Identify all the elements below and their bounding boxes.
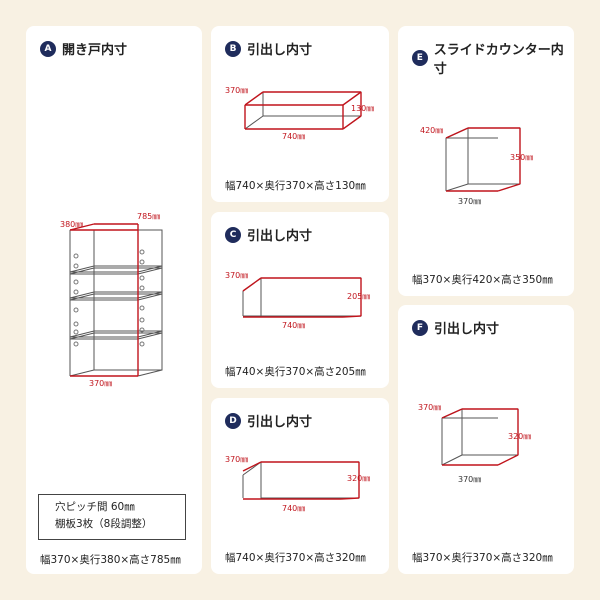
card-b-title: 引出し内寸 [247, 43, 313, 58]
card-a-note-line2: 棚板3枚（8段調整） [55, 518, 153, 530]
card-b-caption: 幅740×奥行370×高さ130㎜ [225, 180, 366, 192]
card-c-header: C 引出し内寸 [225, 225, 312, 244]
card-f: F 引出し内寸 370㎜ 320㎜ 370㎜ 幅370×奥行370×高さ320㎜ [398, 305, 574, 574]
card-e-header: E スライドカウンター内寸 [412, 39, 574, 77]
card-f-badge: F [412, 319, 428, 336]
card-e-width-label: 370㎜ [458, 197, 481, 206]
card-e: E スライドカウンター内寸 420㎜ 350㎜ 370㎜ 幅370×奥行420×… [398, 26, 574, 296]
card-d-badge: D [225, 412, 241, 429]
card-c-width-label: 740㎜ [282, 321, 305, 330]
card-b-badge: B [225, 40, 241, 57]
card-e-height-label: 350㎜ [510, 153, 533, 162]
card-e-diagram: 420㎜ 350㎜ 370㎜ [420, 126, 533, 206]
card-f-header: F 引出し内寸 [412, 318, 499, 337]
card-e-title: スライドカウンター内寸 [433, 43, 564, 77]
card-a-height-label: 785㎜ [137, 212, 160, 221]
card-c-diagram: 370㎜ 205㎜ 740㎜ [225, 271, 370, 330]
card-a-diagram: 380㎜ 785㎜ 370㎜ [60, 212, 163, 388]
card-d: D 引出し内寸 370㎜ 320㎜ 740㎜ 幅740×奥行370×高さ320㎜ [211, 398, 389, 574]
card-a-badge: A [40, 40, 56, 57]
card-c: C 引出し内寸 370㎜ 205㎜ 740㎜ 幅740×奥行370×高さ205㎜ [211, 212, 389, 388]
card-f-caption: 幅370×奥行370×高さ320㎜ [412, 552, 553, 564]
card-d-height-label: 320㎜ [347, 474, 370, 483]
card-a: A 開き戸内寸 [26, 26, 202, 574]
card-c-caption: 幅740×奥行370×高さ205㎜ [225, 366, 366, 378]
card-d-depth-label: 370㎜ [225, 455, 248, 464]
card-b-header: B 引出し内寸 [225, 39, 312, 58]
card-b-width-label: 740㎜ [282, 132, 305, 141]
card-b-depth-label: 370㎜ [225, 86, 248, 95]
card-a-title: 開き戸内寸 [62, 43, 128, 58]
card-a-header: A 開き戸内寸 [40, 39, 127, 58]
card-e-badge: E [412, 50, 428, 66]
card-a-note-box: 穴ピッチ間 60㎜ 棚板3枚（8段調整） [38, 494, 186, 540]
card-a-note-line1: 穴ピッチ間 60㎜ [55, 501, 135, 513]
card-c-height-label: 205㎜ [347, 292, 370, 301]
card-d-diagram: 370㎜ 320㎜ 740㎜ [225, 455, 370, 513]
card-a-width-label: 370㎜ [89, 379, 112, 388]
card-b: B 引出し内寸 370㎜ 130㎜ 740㎜ 幅740×奥行370×高さ130㎜ [211, 26, 389, 202]
card-e-depth-label: 420㎜ [420, 126, 443, 135]
card-f-diagram: 370㎜ 320㎜ 370㎜ [418, 403, 531, 484]
card-c-badge: C [225, 226, 241, 243]
card-c-depth-label: 370㎜ [225, 271, 248, 280]
card-b-diagram: 370㎜ 130㎜ 740㎜ [225, 86, 374, 141]
card-d-title: 引出し内寸 [247, 415, 313, 430]
card-f-width-label: 370㎜ [458, 475, 481, 484]
card-d-caption: 幅740×奥行370×高さ320㎜ [225, 552, 366, 564]
card-d-header: D 引出し内寸 [225, 411, 312, 430]
card-f-depth-label: 370㎜ [418, 403, 441, 412]
card-e-caption: 幅370×奥行420×高さ350㎜ [412, 274, 553, 286]
card-a-caption: 幅370×奥行380×高さ785㎜ [40, 554, 181, 566]
card-b-height-label: 130㎜ [351, 104, 374, 113]
card-f-title: 引出し内寸 [434, 322, 500, 337]
card-f-height-label: 320㎜ [508, 432, 531, 441]
card-a-depth-label: 380㎜ [60, 220, 83, 229]
card-c-title: 引出し内寸 [247, 229, 313, 244]
card-d-width-label: 740㎜ [282, 504, 305, 513]
